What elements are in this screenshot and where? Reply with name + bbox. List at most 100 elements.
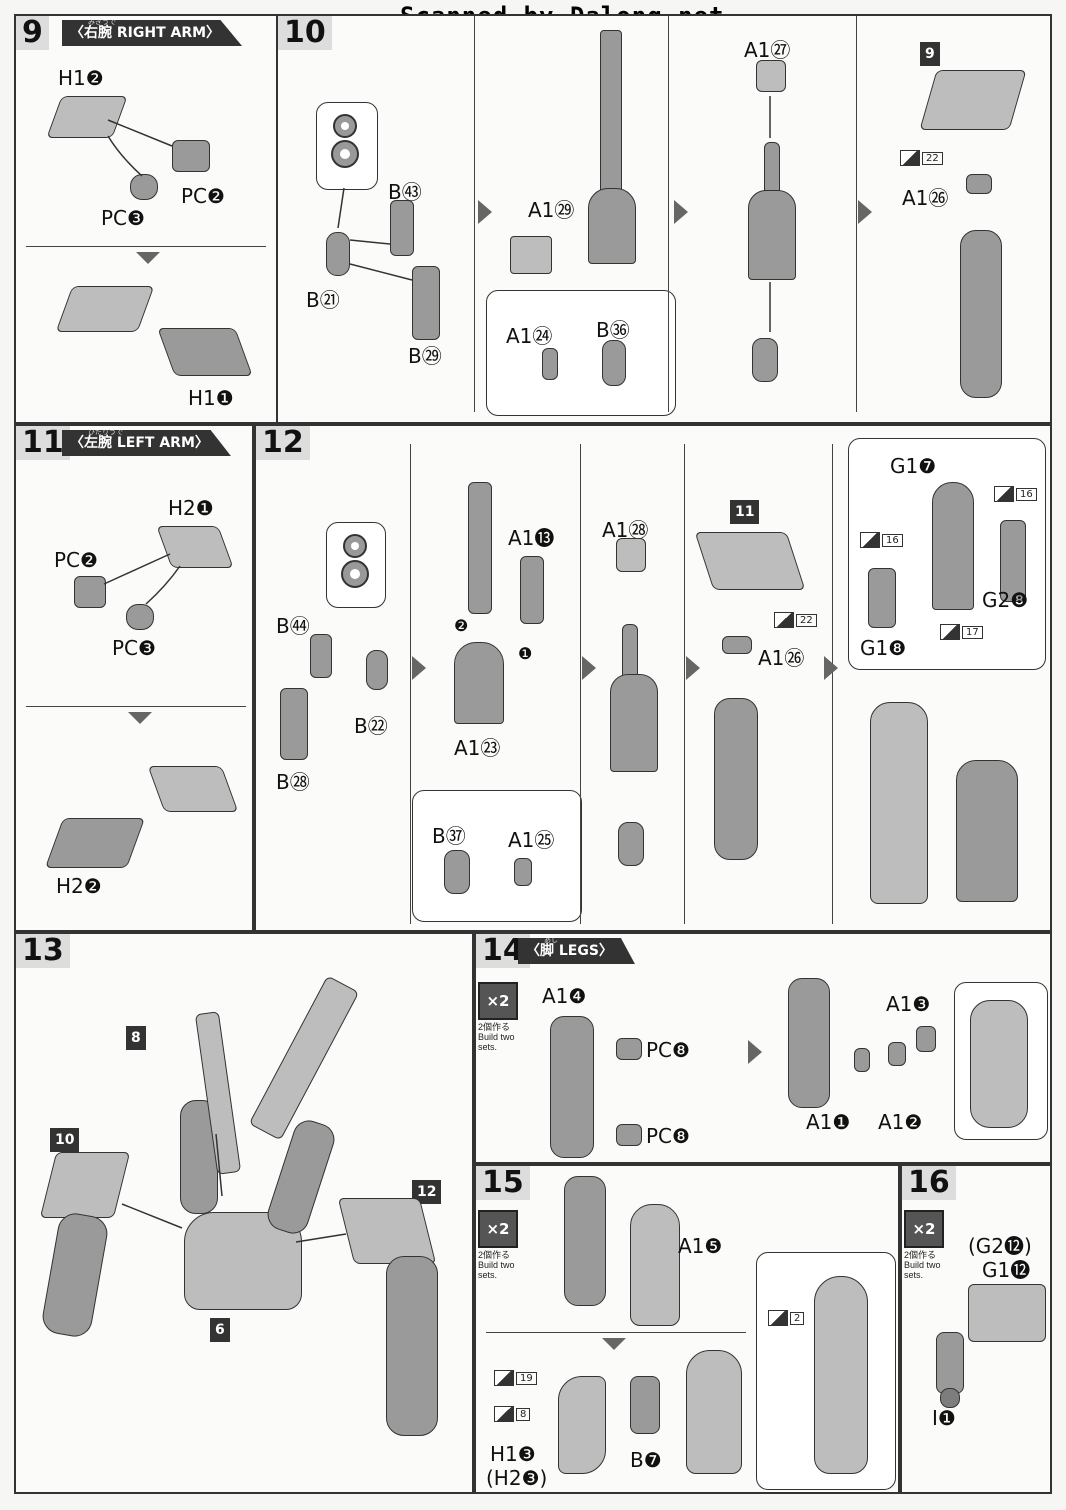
part-label: A1㉗ <box>744 38 791 62</box>
build-count-badge: ×2 <box>904 1210 944 1248</box>
part-shape <box>558 1376 606 1474</box>
part-shape <box>616 538 646 572</box>
part-shape <box>630 1376 660 1434</box>
part-shape <box>172 140 210 172</box>
figure-eight-part <box>341 534 369 588</box>
part-shape <box>616 1038 642 1060</box>
step-arrow <box>858 200 872 224</box>
part-label: B㊹ <box>276 614 310 638</box>
assembly-arrows <box>337 187 413 281</box>
reference-badge: 6 <box>210 1318 230 1342</box>
reference-badge: 11 <box>730 500 760 524</box>
part-label: H1❷ <box>58 66 104 90</box>
part-shape <box>610 674 658 772</box>
step-arrow <box>674 200 688 224</box>
step-arrow <box>686 656 700 680</box>
part-shape <box>1000 520 1026 602</box>
assembly-arrows <box>103 553 181 605</box>
part-label: A1㉕ <box>508 828 555 852</box>
part-label: (G2⓬) <box>968 1234 1032 1258</box>
part-shape <box>714 698 758 860</box>
reference-badge: 10 <box>50 1128 80 1152</box>
part-shape <box>468 482 492 614</box>
part-label: A1❺ <box>678 1234 723 1258</box>
callout-number: ❶ <box>518 644 533 663</box>
step-number: 12 <box>256 426 310 460</box>
part-label: G1❽ <box>860 636 907 660</box>
step-11-panel: 11 ひだりうで 〈左腕 LEFT ARM〉 H2❶ PC❷ PC❸ H2❷ <box>14 424 254 932</box>
part-label: H1❸ <box>490 1442 536 1466</box>
part-shape <box>868 568 896 628</box>
part-shape <box>966 174 992 194</box>
part-label: PC❸ <box>101 206 145 230</box>
part-shape <box>722 636 752 654</box>
step-arrow <box>824 656 838 680</box>
part-shape <box>520 556 544 624</box>
title-ruby: ひだりうで <box>88 428 123 436</box>
step-number: 13 <box>16 934 70 968</box>
assembly-arrows <box>107 119 173 177</box>
sticker-ref: 16 <box>860 532 903 548</box>
part-shape <box>386 1256 438 1436</box>
divider <box>410 444 411 924</box>
build-count-note: 2個作る Build two sets. <box>904 1250 941 1280</box>
step-9-panel: 9 みぎうで 〈右腕 RIGHT ARM〉 H1❷ PC❷ PC❸ H1❶ <box>14 14 278 424</box>
step-number: 15 <box>476 1166 530 1200</box>
divider <box>856 16 857 412</box>
part-shape <box>919 70 1027 130</box>
sticker-ref: 19 <box>494 1370 537 1386</box>
sticker-ref: 22 <box>900 150 943 166</box>
detail-callout <box>412 790 582 922</box>
assembly-arrows <box>769 96 771 332</box>
step-title: みぎうで 〈右腕 RIGHT ARM〉 <box>62 20 243 46</box>
divider <box>832 444 833 924</box>
part-shape <box>74 576 106 608</box>
step-title: あし 〈脚 LEGS〉 <box>518 938 635 964</box>
title-ruby: あし <box>544 936 558 944</box>
build-count-badge: ×2 <box>478 1210 518 1248</box>
down-arrow <box>128 712 152 724</box>
part-shape <box>616 1124 642 1146</box>
part-shape <box>748 190 796 280</box>
step-10-panel: 10 B㊸ B㉑ B㉙ A1㉙ A1㉔ B㊱ A1㉗ <box>276 14 1052 424</box>
part-label: H1❶ <box>188 386 234 410</box>
sticker-ref: 17 <box>940 624 983 640</box>
part-shape <box>694 532 806 590</box>
part-label: PC❷ <box>181 184 225 208</box>
part-label: A1㉓ <box>454 736 501 760</box>
part-shape <box>960 230 1002 398</box>
part-label: PC❸ <box>112 636 156 660</box>
divider <box>474 16 475 412</box>
build-count-badge: ×2 <box>478 982 518 1020</box>
part-shape <box>280 688 308 760</box>
divider <box>486 1332 746 1333</box>
step-number: 16 <box>902 1166 956 1200</box>
part-label: G1⓬ <box>982 1258 1031 1282</box>
part-shape <box>444 850 470 894</box>
part-label: A1❸ <box>886 992 931 1016</box>
reference-badge: 9 <box>920 42 940 66</box>
part-label: PC❷ <box>54 548 98 572</box>
title-text: 〈右腕 RIGHT ARM〉 <box>70 25 221 41</box>
part-shape <box>968 1284 1046 1342</box>
title-text: 〈脚 LEGS〉 <box>526 943 613 959</box>
part-label: A1❶ <box>806 1110 851 1134</box>
part-shape <box>326 232 350 276</box>
sticker-ref: 8 <box>494 1406 531 1422</box>
part-label: A1㉖ <box>902 186 949 210</box>
part-shape <box>854 1048 870 1072</box>
part-shape <box>390 200 414 256</box>
part-label: B㉒ <box>354 714 388 738</box>
part-shape <box>814 1276 868 1474</box>
part-label: G1❼ <box>890 454 937 478</box>
part-label: G2❽ <box>982 588 1029 612</box>
step-title: ひだりうで 〈左腕 LEFT ARM〉 <box>62 430 231 456</box>
part-label: A1❷ <box>878 1110 923 1134</box>
divider <box>580 444 581 924</box>
part-shape <box>686 1350 742 1474</box>
part-label: B㊲ <box>432 824 466 848</box>
step-number: 10 <box>278 16 332 50</box>
part-label: H2❷ <box>56 874 102 898</box>
divider <box>26 706 246 707</box>
